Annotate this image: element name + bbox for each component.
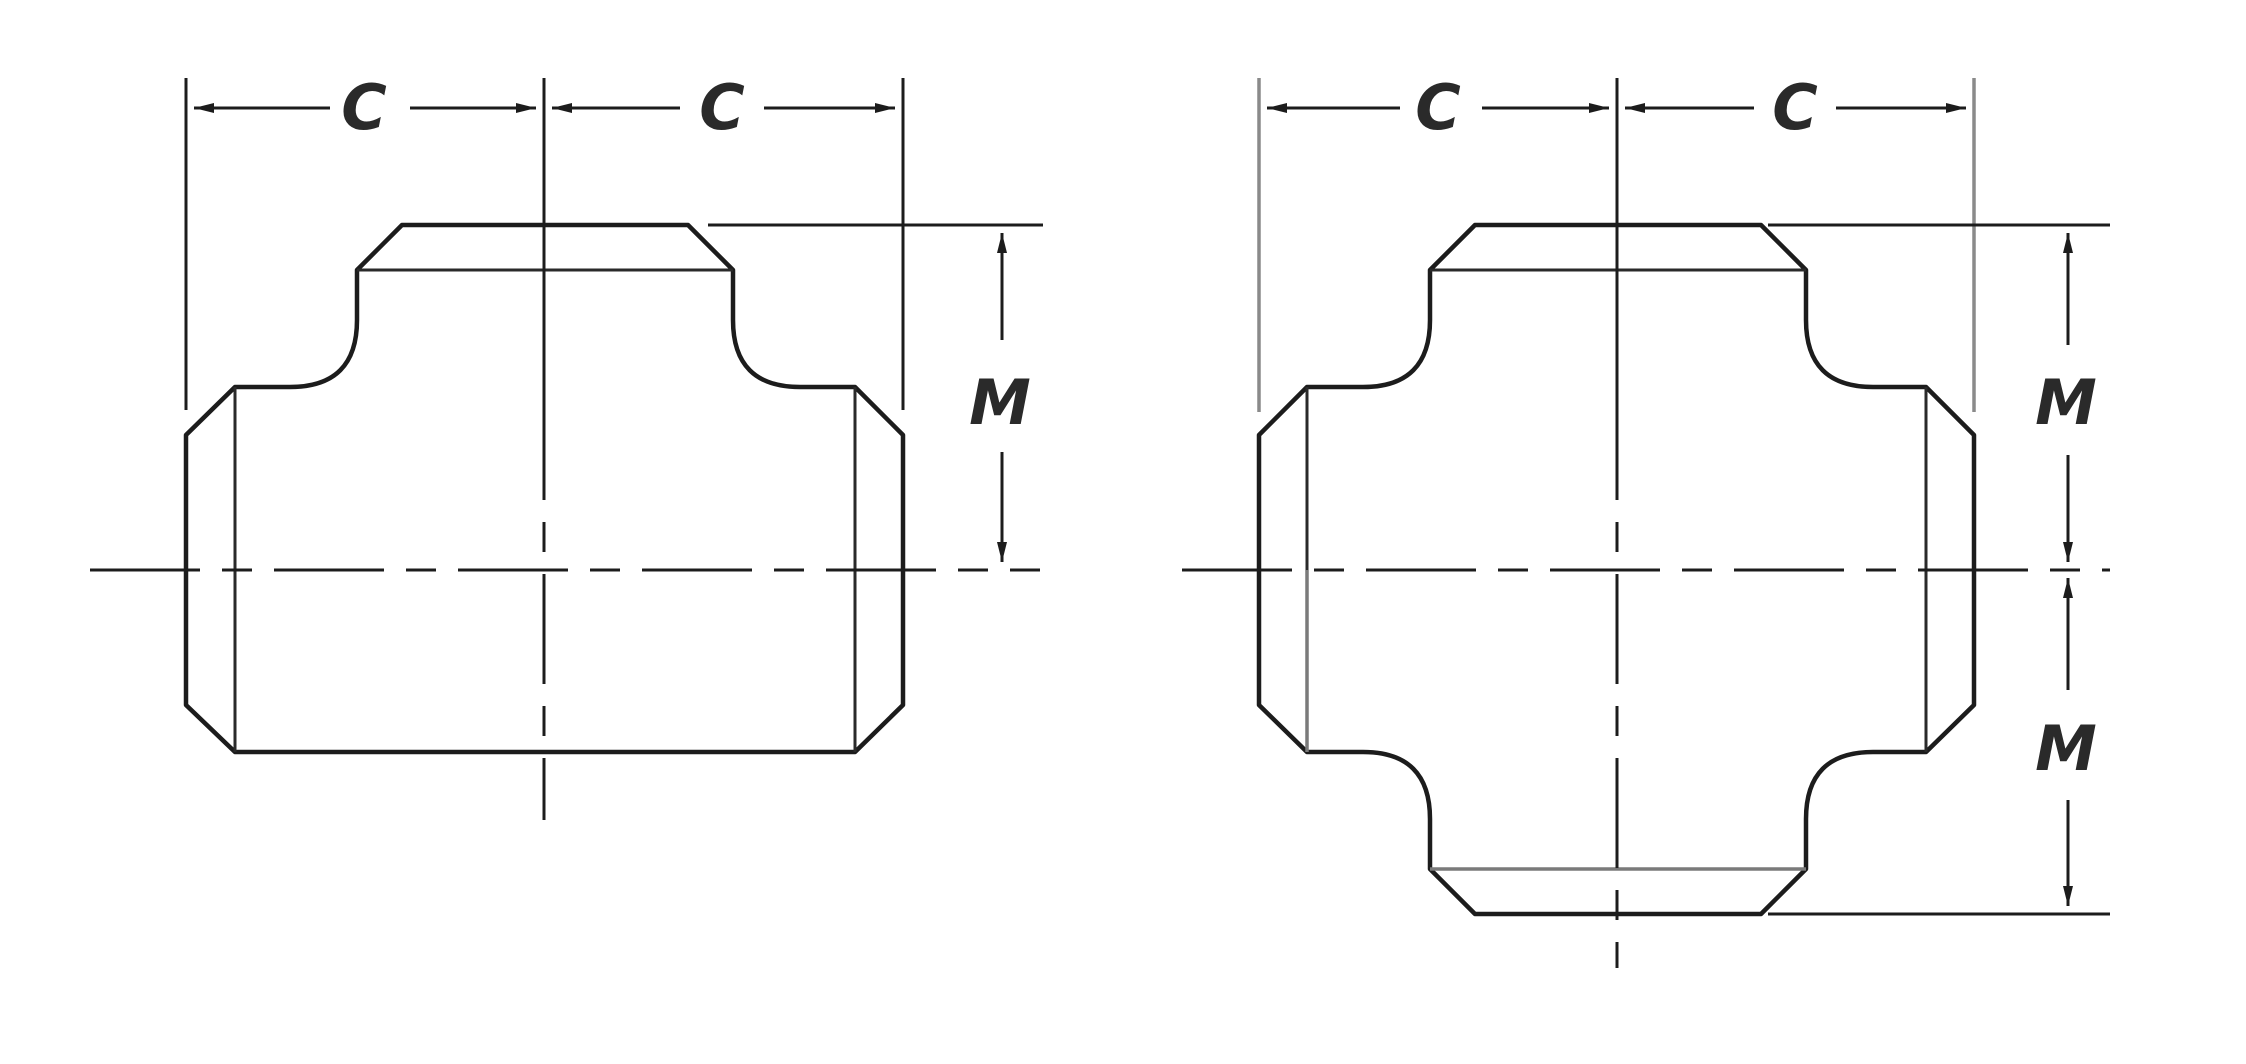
- cross-outline: [1256, 222, 1977, 917]
- cross-left-c-label: C: [1415, 71, 1461, 144]
- tee-right-c-label: C: [699, 71, 745, 144]
- cross-lower-m-label: M: [2035, 712, 2097, 785]
- tee-left-c-label: C: [341, 71, 387, 144]
- cross-right-c-label: C: [1772, 71, 1818, 144]
- cross-upper-m-label: M: [2035, 366, 2097, 439]
- cross-fitting: C C M M: [1182, 71, 2110, 968]
- tee-m-label: M: [969, 366, 1031, 439]
- tee-fitting: C C M: [90, 71, 1043, 820]
